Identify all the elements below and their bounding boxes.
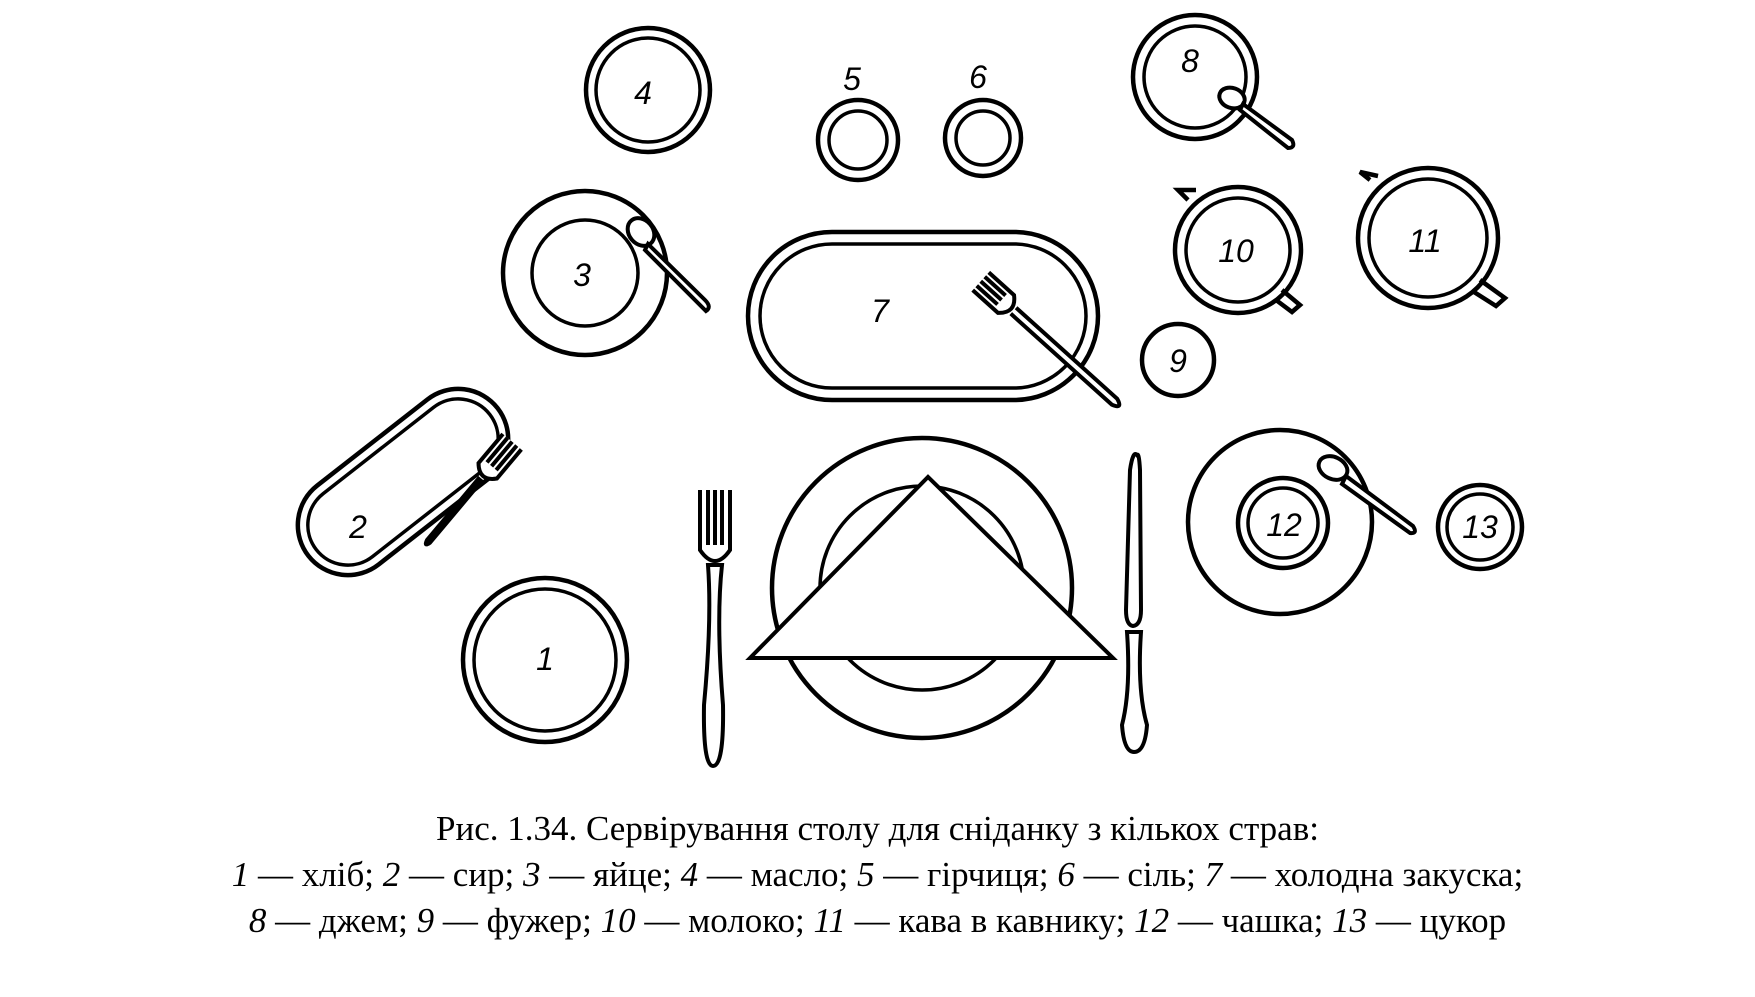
caption-legend-line-1: 1 — хліб; 2 — сир; 3 — яйце; 4 — масло; … [0,852,1755,898]
caption-legend-line-2: 8 — джем; 9 — фужер; 10 — молоко; 11 — к… [0,898,1755,944]
milk-jug [1172,184,1304,316]
legend-text-11: — кава в кавнику; [845,901,1135,940]
egg-plate [500,188,711,358]
item-label-5: 5 [843,61,861,97]
legend-text-2: — сир; [400,855,524,894]
item-label-13: 13 [1462,509,1498,545]
legend-number-5: 5 [857,855,875,894]
legend-text-6: — сіль; [1074,855,1205,894]
cup-and-saucer [1185,427,1417,617]
legend-number-6: 6 [1057,855,1075,894]
main-plate-with-napkin [745,435,1118,741]
item-label-4: 4 [634,75,652,111]
legend-text-10: — молоко; [635,901,814,940]
fork-icon [423,432,523,547]
legend-number-2: 2 [382,855,401,894]
legend-text-12: — чашка; [1169,901,1333,940]
figure-caption: Рис. 1.34. Сервірування столу для снідан… [0,806,1755,944]
legend-text-13: — цукор [1367,901,1507,940]
item-label-1: 1 [536,641,554,677]
item-label-8: 8 [1181,43,1199,79]
cold-appetizer-platter [745,229,1122,409]
legend-number-7: 7 [1204,855,1223,894]
butter-plate [583,25,713,155]
item-label-11: 11 [1408,223,1441,259]
item-label-2: 2 [348,509,367,545]
wine-glass [1139,321,1217,399]
legend-number-4: 4 [680,855,699,894]
spoon-icon [625,216,711,314]
table-setting-diagram: 1 2 3 4 5 6 7 8 9 10 11 12 13 [295,12,1525,769]
item-label-12: 12 [1266,507,1302,543]
jam-plate [1130,12,1296,151]
mustard-dish [815,97,901,183]
legend-number-9: 9 [416,901,435,940]
legend-text-7: — холодна закуска; [1222,855,1524,894]
bread-plate [460,575,630,745]
fork-icon [698,490,732,769]
legend-text-1: — хліб; [249,855,383,894]
legend-number-13: 13 [1332,901,1368,940]
legend-number-12: 12 [1134,901,1170,940]
item-label-3: 3 [573,257,591,293]
legend-text-5: — гірчиця; [874,855,1058,894]
item-label-9: 9 [1169,343,1187,379]
salt-dish [942,97,1024,179]
item-label-10: 10 [1218,233,1254,269]
legend-number-3: 3 [523,855,541,894]
fork-icon [971,270,1122,409]
legend-number-11: 11 [813,901,846,940]
legend-text-9: — фужер; [434,901,601,940]
knife-icon [1119,452,1150,755]
legend-number-8: 8 [248,901,267,940]
legend-number-10: 10 [600,901,636,940]
item-label-7: 7 [871,293,890,329]
legend-text-4: — масло; [698,855,858,894]
spoon-icon [1217,85,1296,151]
legend-number-1: 1 [231,855,250,894]
caption-title: Рис. 1.34. Сервірування столу для снідан… [436,809,1319,848]
cheese-platter [295,386,523,578]
coffee-pot [1355,165,1509,311]
sugar-bowl [1435,482,1525,572]
item-label-6: 6 [969,59,987,95]
spoon-icon [1316,454,1417,536]
legend-text-8: — джем; [266,901,417,940]
legend-text-3: — яйце; [540,855,681,894]
